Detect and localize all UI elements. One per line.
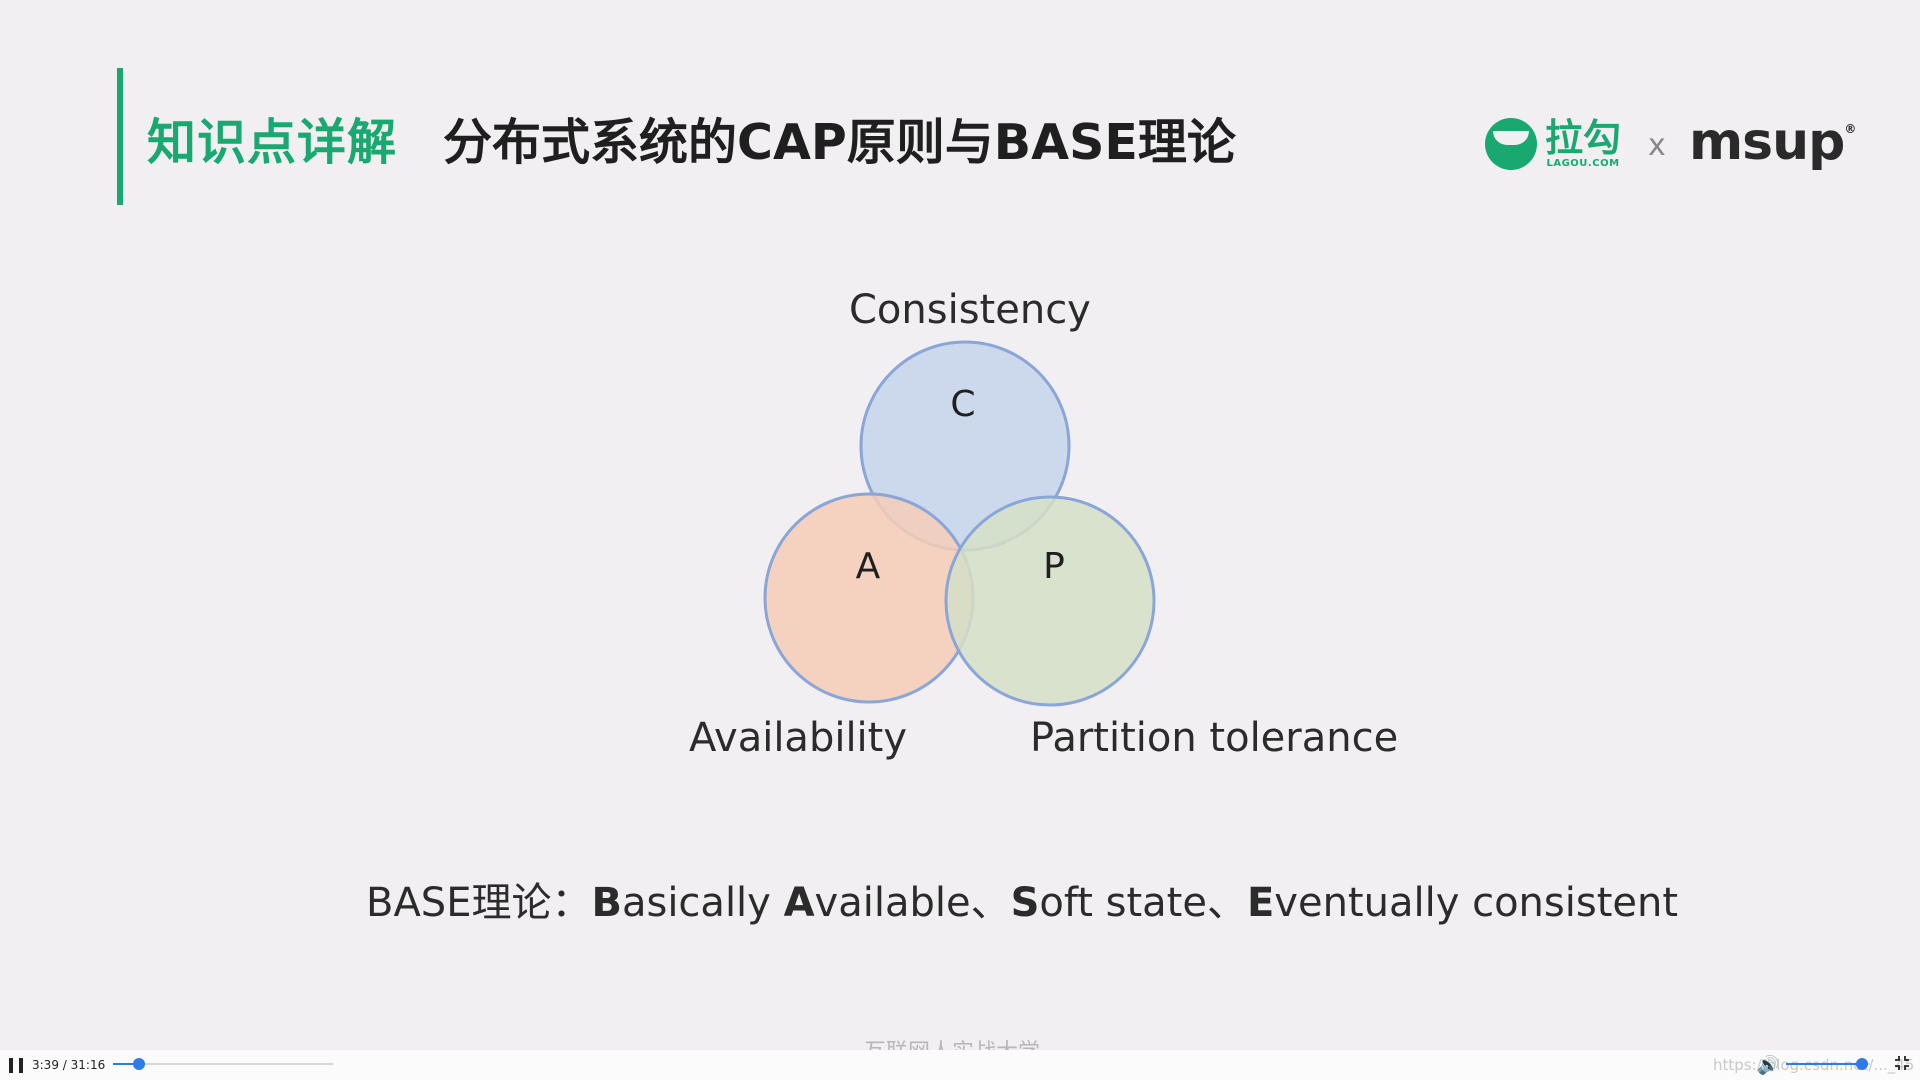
venn-circle-availability	[763, 492, 975, 704]
video-player-controls: 3:39 / 31:16	[0, 1050, 1920, 1080]
url-watermark: https://blog.csdn.net/..._45	[1713, 1056, 1915, 1074]
base-theory-line: BASE理论：Basically Available、Soft state、Ev…	[366, 880, 1679, 926]
registered-mark: ®	[1844, 122, 1856, 136]
venn-letter-c: C	[950, 384, 975, 425]
lagou-logo-domain: LAGOU.COM	[1546, 158, 1620, 169]
progress-fill	[113, 1063, 139, 1065]
venn-letter-a: A	[856, 546, 881, 587]
venn-letter-p: P	[1043, 546, 1065, 587]
msup-logo: msup®	[1689, 112, 1856, 172]
volume-fill	[1786, 1063, 1862, 1065]
volume-icon[interactable]: 🔊	[1757, 1055, 1780, 1076]
label-partition-tolerance: Partition tolerance	[1030, 715, 1399, 761]
base-prefix: BASE理论：	[366, 880, 592, 926]
progress-thumb[interactable]	[132, 1058, 145, 1070]
slide-title: 分布式系统的CAP原则与BASE理论	[443, 114, 1236, 171]
pause-icon[interactable]	[9, 1058, 23, 1073]
volume-slider[interactable]	[1786, 1058, 1870, 1070]
time-readout: 3:39 / 31:16	[32, 1058, 106, 1072]
progress-bar[interactable]	[113, 1058, 333, 1070]
label-availability: Availability	[689, 715, 908, 761]
exit-fullscreen-icon[interactable]	[1894, 1055, 1910, 1071]
logo-separator: x	[1648, 128, 1666, 163]
lagou-logo: 拉勾 LAGOU.COM	[1485, 118, 1621, 170]
title-accent-bar	[117, 68, 123, 205]
cap-venn-diagram: C A P	[763, 340, 1156, 707]
volume-thumb[interactable]	[1855, 1058, 1868, 1070]
venn-circle-partition	[944, 495, 1156, 707]
label-consistency: Consistency	[849, 287, 1091, 333]
section-label: 知识点详解	[147, 114, 398, 171]
lagou-logo-text: 拉勾	[1545, 116, 1622, 160]
lagou-logo-mark-icon	[1485, 118, 1537, 170]
